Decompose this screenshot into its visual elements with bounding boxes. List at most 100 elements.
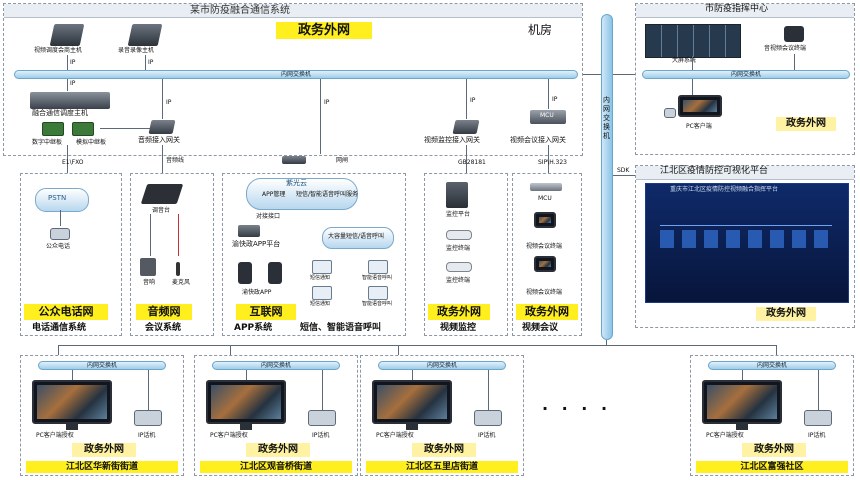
pc-client-icon	[678, 95, 722, 117]
street-zone-label: 政务外网	[72, 443, 136, 457]
main-zone-label: 政务外网	[276, 22, 372, 39]
camera-label: 监控终端	[446, 277, 471, 284]
street-frame	[690, 355, 854, 476]
conf-terminal-label: 视频会议终端	[526, 289, 563, 296]
sms-label: 短信通知	[310, 275, 331, 281]
video-system-frame	[424, 173, 508, 336]
street-zone-label: 政务外网	[742, 443, 806, 457]
ip-label: IP	[148, 59, 154, 66]
conf-system-name: 视频会议	[522, 323, 559, 333]
platform-title: 江北区疫情防控可视化平台	[660, 166, 769, 176]
monitor-platform-icon	[446, 182, 468, 208]
ip-label: IP	[470, 97, 476, 104]
ip-phone-label: IP话机	[138, 432, 156, 439]
voice-label: 智能语音呼叫	[362, 275, 393, 281]
sms-system-name: 短信、智能语音呼叫	[300, 323, 382, 333]
conf-terminal-label: 视频会议终端	[526, 243, 563, 250]
street-frame	[20, 355, 184, 476]
ellipsis: · · · ·	[542, 399, 612, 418]
monitor-stand	[240, 424, 252, 430]
room-label: 机房	[528, 23, 553, 37]
ip-phone-icon	[134, 410, 162, 426]
pc-client-label: PC客户端	[686, 123, 712, 130]
command-center-frame	[635, 3, 855, 155]
conf-system-frame	[512, 173, 582, 336]
audio-network-label: 音频网	[136, 304, 192, 320]
app-label: 渝快政APP	[242, 289, 272, 296]
street-switch-bus: 内网交换机	[708, 361, 836, 370]
dispatch-host-label: 视频调度会商主机	[34, 47, 83, 54]
sdk-link-label: SDK	[617, 167, 630, 174]
fusion-host-label: 融合通信调度主机	[32, 109, 88, 117]
cloud-icon	[246, 178, 358, 210]
public-phone-label: 公众电话	[46, 243, 71, 250]
digital-relay-label: 数字中继板	[32, 139, 63, 146]
platform-screen-title: 重庆市江北区疫情防控视频融合指挥平台	[670, 186, 779, 193]
street-zone-label: 政务外网	[412, 443, 476, 457]
audio-link-label: 音频线	[166, 157, 185, 164]
platform-nodes	[660, 230, 832, 248]
street-switch-bus: 内网交换机	[212, 361, 340, 370]
video-gateway-label: 视频监控接入网关	[424, 136, 480, 144]
platform-zone-label: 政务外网	[756, 307, 816, 321]
pc-client-icon	[206, 380, 286, 424]
sms-label: 短信通知	[310, 301, 331, 307]
mcu-label: MCU	[538, 195, 552, 202]
ip-phone-icon	[804, 410, 832, 426]
pstn-label: PSTN	[48, 194, 67, 202]
video-gateway-icon	[452, 120, 480, 134]
ip-label: IP	[552, 96, 558, 103]
mobile-icon	[368, 260, 388, 274]
main-room-frame	[3, 3, 583, 156]
street-frame	[194, 355, 358, 476]
pc-client-label: PC客户端授权	[36, 432, 74, 439]
voice-label: 智能语音呼叫	[362, 301, 393, 307]
street-name: 江北区观音桥街道	[200, 461, 352, 473]
monitor-stand	[406, 424, 418, 430]
ip-label: IP	[166, 99, 172, 106]
street-name: 江北区五里店街道	[366, 461, 518, 473]
record-host-label: 录音录像主机	[118, 47, 155, 54]
conf-terminal-icon	[534, 212, 556, 228]
vertical-switch-bus	[601, 14, 613, 340]
command-switch-bus: 内网交换机	[642, 70, 850, 79]
mixer-label: 调音台	[152, 207, 171, 214]
pc-client-label: PC客户端授权	[706, 432, 744, 439]
video-network-label: 政务外网	[428, 304, 490, 320]
cloud-sub-label: APP管理	[262, 191, 286, 198]
pc-client-icon	[32, 380, 112, 424]
video-system-name: 视频监控	[440, 323, 477, 333]
speaker-label: 音响	[143, 279, 156, 286]
sms-cloud-icon	[322, 227, 394, 249]
street-switch-bus: 内网交换机	[378, 361, 506, 370]
conf-terminal-icon	[534, 256, 556, 272]
api-label: 对接接口	[256, 213, 281, 220]
main-title-bar	[4, 4, 582, 18]
phone-network-label: 公众电话网	[24, 304, 108, 320]
mic-label: 麦克风	[172, 279, 191, 286]
ip-phone-label: IP话机	[312, 432, 330, 439]
mcu-icon	[530, 183, 562, 191]
camera-icon	[446, 230, 472, 240]
street-frame	[360, 355, 524, 476]
ip-phone-icon	[474, 410, 502, 426]
ip-label: IP	[324, 99, 330, 106]
app-platform-icon	[238, 225, 260, 237]
ip-phone-label: IP话机	[808, 432, 826, 439]
speaker-icon	[140, 258, 156, 276]
conf-terminal-icon	[784, 26, 804, 42]
video-link-label: GB28181	[458, 159, 486, 166]
dispatch-host-icon	[49, 24, 85, 46]
audio-gateway-icon	[148, 120, 176, 134]
cloud-service-label: 短信/智能语音呼叫服务	[296, 191, 359, 198]
ip-label: IP	[70, 80, 76, 87]
conf-gateway-icon	[530, 110, 566, 124]
street-zone-label: 政务外网	[246, 443, 310, 457]
cloud-label: 紫光云	[286, 179, 307, 187]
conf-network-label: 政务外网	[516, 304, 578, 320]
app-phone-icon	[238, 262, 252, 284]
app-system-name: APP系统	[234, 323, 273, 333]
ip-phone-label: IP话机	[478, 432, 496, 439]
mixer-icon	[140, 184, 184, 204]
monitor-stand	[736, 424, 748, 430]
